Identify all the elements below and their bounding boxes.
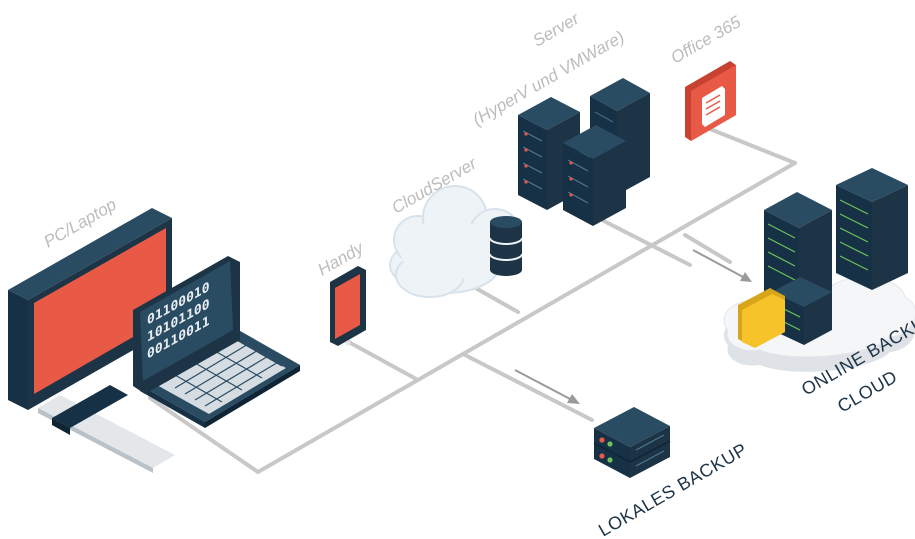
connection-lines [148, 123, 797, 475]
arrow-to-local-icon [514, 369, 580, 404]
arrow-to-cloud-icon [692, 249, 752, 282]
laptop-icon: 01100010 10101100 00110011 [133, 256, 300, 428]
folder-icon [738, 288, 785, 348]
office-document-icon [685, 61, 736, 141]
label-office365: Office 365 [668, 12, 745, 67]
cloud-database-icon [389, 185, 523, 298]
phone-icon [330, 266, 366, 346]
server-rack-icon [518, 78, 650, 226]
local-backup-server-icon [593, 407, 671, 478]
label-server: Server [530, 8, 584, 50]
monitor-icon [8, 208, 175, 473]
